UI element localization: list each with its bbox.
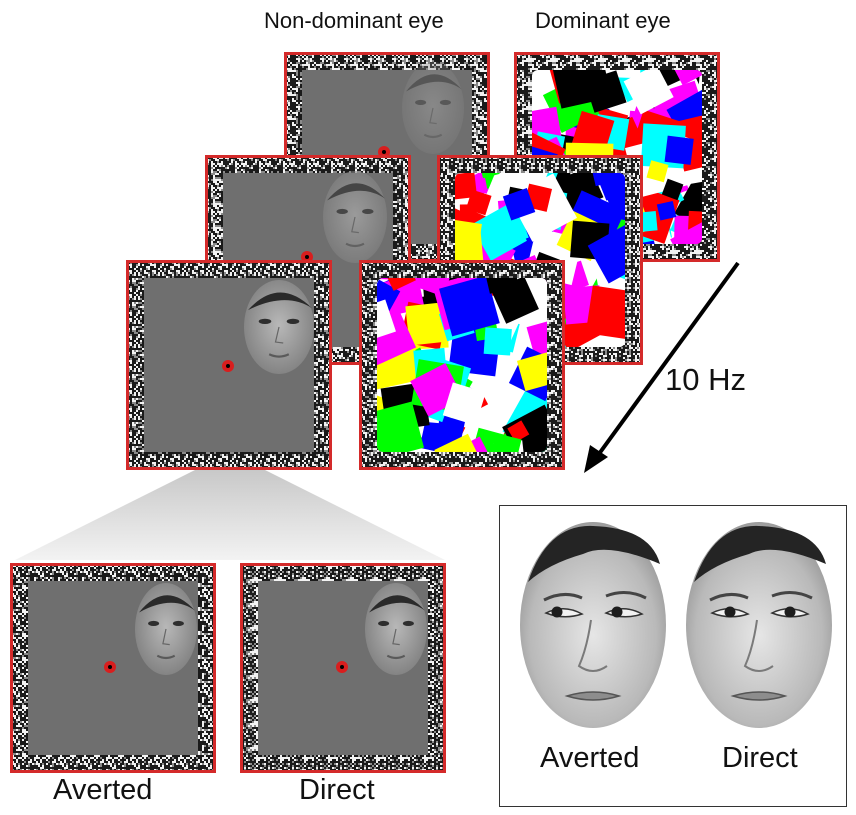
diagonal-arrow-icon — [584, 261, 740, 473]
face-stimuli-box — [499, 505, 847, 807]
example-direct-label: Direct — [299, 774, 375, 806]
face-oval-icon — [520, 522, 666, 728]
face-averted-label: Averted — [540, 742, 640, 774]
dominant-eye-label: Dominant eye — [535, 8, 671, 33]
face-frame-front — [126, 260, 332, 470]
non-dominant-eye-label: Non-dominant eye — [264, 8, 444, 33]
mondrian-frame-front — [359, 260, 565, 470]
frequency-label: 10 Hz — [665, 362, 746, 397]
zoom-fan — [15, 470, 445, 560]
face-direct-label: Direct — [722, 742, 798, 774]
face-oval-icon — [686, 522, 832, 728]
example-frame-averted — [10, 563, 216, 773]
example-averted-label: Averted — [53, 774, 153, 806]
example-frame-direct — [240, 563, 446, 773]
